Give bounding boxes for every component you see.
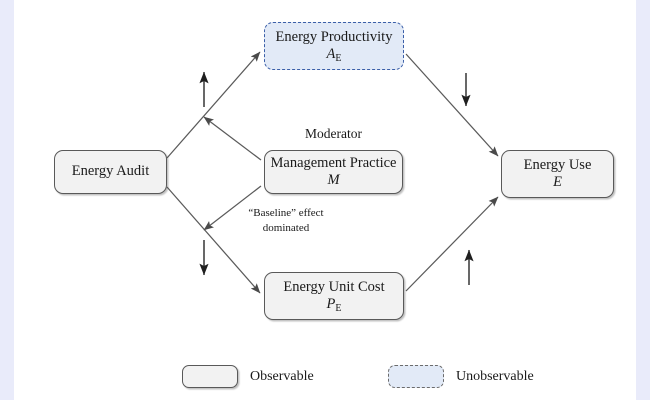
- legend-item-unobservable: Unobservable: [388, 365, 534, 388]
- legend-label-observable: Observable: [250, 368, 314, 384]
- legend-swatch-observable: [182, 365, 238, 388]
- node-energy-unit-cost-symbol: PE: [326, 296, 342, 314]
- node-energy-use-label: Energy Use: [523, 156, 592, 173]
- node-management-practice-label: Management Practice: [270, 154, 397, 171]
- edge-unit-cost-to-use: [405, 196, 499, 292]
- symbol-P-subscript: E: [335, 302, 342, 314]
- edge-moderation-lower: [203, 185, 262, 231]
- edge-productivity-to-use: [405, 53, 499, 157]
- baseline-effect-note: “Baseline” effect dominated: [248, 207, 324, 234]
- node-management-practice-symbol: M: [327, 172, 340, 188]
- legend-item-observable: Observable: [182, 365, 314, 388]
- edge-layer: [166, 51, 499, 294]
- node-energy-productivity-label: Energy Productivity: [275, 28, 393, 45]
- node-energy-use-symbol: E: [553, 174, 562, 190]
- node-energy-productivity[interactable]: Energy Productivity AE: [264, 22, 404, 70]
- node-energy-unit-cost-label: Energy Unit Cost: [283, 278, 385, 295]
- legend-swatch-unobservable: [388, 365, 444, 388]
- edge-audit-to-unit-cost: [166, 186, 261, 294]
- symbol-A: A: [326, 46, 336, 62]
- node-energy-productivity-symbol: AE: [326, 46, 342, 64]
- node-energy-audit-label: Energy Audit: [71, 163, 150, 180]
- node-energy-use[interactable]: Energy Use E: [501, 150, 614, 198]
- moderator-label: Moderator: [305, 126, 362, 141]
- node-energy-unit-cost[interactable]: Energy Unit Cost PE: [264, 272, 404, 320]
- symbol-A-subscript: E: [335, 52, 342, 64]
- symbol-P: P: [326, 296, 336, 312]
- node-energy-audit[interactable]: Energy Audit: [54, 150, 167, 194]
- node-management-practice[interactable]: Management Practice M: [264, 150, 403, 194]
- legend-label-unobservable: Unobservable: [456, 368, 534, 384]
- edge-audit-to-productivity: [166, 51, 261, 159]
- edge-moderation-upper: [203, 116, 262, 161]
